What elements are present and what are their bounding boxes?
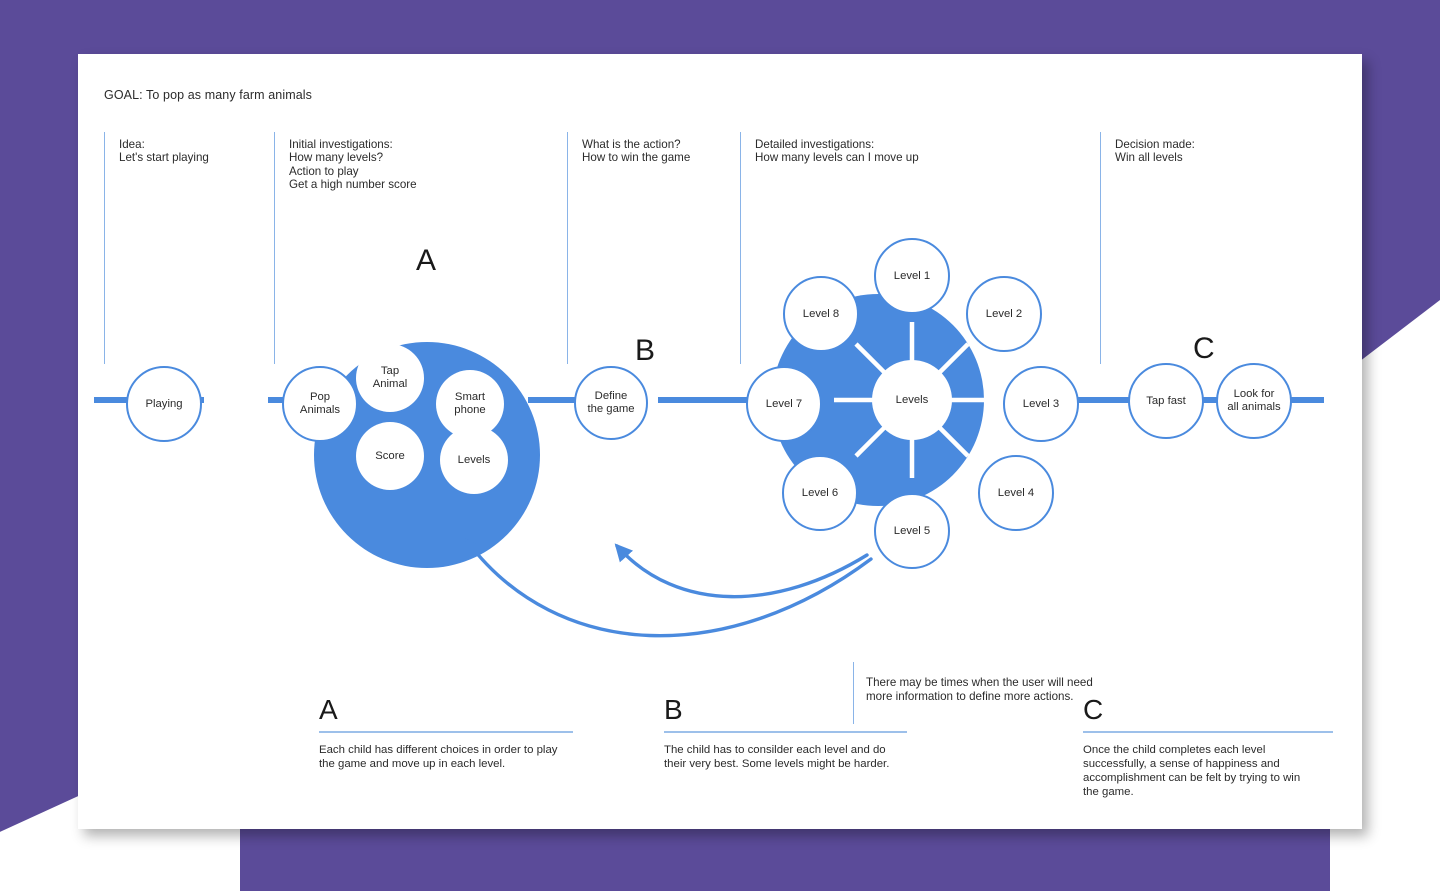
column-line: What is the action?	[582, 138, 681, 151]
node-label: Tap Animal	[372, 365, 408, 390]
node-level-3[interactable]: Level 3	[1003, 366, 1079, 442]
legend-line: the game.	[1083, 786, 1134, 799]
annotation-note: There may be times when the user will ne…	[853, 662, 1093, 724]
legend-rule	[664, 731, 907, 733]
node-label: Level 8	[802, 307, 840, 320]
node-label: Level 6	[801, 486, 839, 499]
note-line: more information to define more actions.	[866, 690, 1074, 703]
node-level-8[interactable]: Level 8	[783, 276, 859, 352]
node-label: Tap fast	[1146, 394, 1186, 407]
node-levels-small[interactable]: Levels	[440, 426, 508, 494]
connector-tap-fast-to-look	[1200, 397, 1220, 403]
legend-line: the game and move up in each level.	[319, 757, 506, 770]
node-tap-fast[interactable]: Tap fast	[1128, 363, 1204, 439]
column-header-idea: Idea: Let's start playing	[104, 132, 254, 364]
column-line: How many levels?	[289, 151, 384, 165]
legend-line: accomplishment can be felt by trying to …	[1083, 772, 1301, 784]
legend-body: Each child has different choices in orde…	[319, 743, 573, 771]
node-level-5[interactable]: Level 5	[874, 493, 950, 569]
node-smart-phone[interactable]: Smart phone	[436, 370, 504, 438]
connector-spine-end	[1276, 397, 1324, 403]
node-pop-animals[interactable]: Pop Animals	[282, 366, 358, 442]
node-label: Level 5	[893, 524, 931, 537]
legend-letter: A	[319, 694, 338, 725]
legend-line: The child has to consilder each level an…	[664, 743, 886, 756]
node-label: Playing	[145, 397, 183, 410]
node-level-2[interactable]: Level 2	[966, 276, 1042, 352]
column-line: Get a high number score	[289, 178, 417, 192]
column-header-decision-made: Decision made: Win all levels	[1100, 132, 1330, 364]
node-label: Score	[375, 449, 405, 462]
node-label: Level 4	[997, 486, 1035, 499]
column-line: Action to play	[289, 164, 359, 178]
node-label: Level 3	[1022, 397, 1060, 410]
column-line: Let's start playing	[119, 151, 209, 165]
legend-line: Once the child completes each level	[1083, 743, 1266, 756]
feedback-arrow-upper	[614, 543, 869, 599]
note-line: There may be times when the user will ne…	[866, 676, 1093, 689]
column-line: Detailed investigations:	[755, 138, 875, 151]
legend-b: B The child has to consilder each level …	[664, 695, 907, 771]
node-label: Pop Animals	[299, 391, 341, 416]
cluster-letter-b: B	[635, 334, 656, 367]
connector-levels-to-tap-fast	[1078, 397, 1132, 403]
legend-line: successfully, a sense of happiness and	[1083, 757, 1280, 770]
node-look-for-all-animals[interactable]: Look for all animals	[1216, 363, 1292, 439]
column-header-what-is-the-action: What is the action? How to win the game	[567, 132, 737, 364]
node-label: Look for all animals	[1227, 388, 1281, 413]
legend-letter: B	[664, 694, 683, 725]
legend-body: Once the child completes each level succ…	[1083, 743, 1333, 800]
node-label: Level 2	[985, 307, 1023, 320]
connector-blob-a-to-define	[528, 397, 618, 403]
node-label: Level 1	[893, 269, 931, 282]
legend-line: Each child has different choices in orde…	[319, 743, 558, 756]
column-line: Initial investigations:	[289, 138, 393, 151]
node-level-6[interactable]: Level 6	[782, 455, 858, 531]
legend-letter: C	[1083, 694, 1104, 725]
diagram-card: GOAL: To pop as many farm animals Idea: …	[78, 54, 1362, 829]
node-level-4[interactable]: Level 4	[978, 455, 1054, 531]
node-label: Levels	[457, 453, 491, 466]
legend-body: The child has to consilder each level an…	[664, 743, 907, 771]
node-level-7[interactable]: Level 7	[746, 366, 822, 442]
node-label: Define the game	[587, 390, 635, 415]
column-line: Decision made:	[1115, 138, 1195, 151]
node-level-1[interactable]: Level 1	[874, 238, 950, 314]
node-levels-hub[interactable]: Levels	[872, 360, 952, 440]
node-score[interactable]: Score	[356, 422, 424, 490]
legend-rule	[319, 731, 573, 733]
node-define-the-game[interactable]: Define the game	[574, 366, 648, 440]
node-label: Level 7	[765, 397, 803, 410]
column-header-detailed-investigations: Detailed investigations: How many levels…	[740, 132, 1080, 364]
column-line: How to win the game	[582, 151, 691, 165]
legend-line: their very best. Some levels might be ha…	[664, 757, 890, 770]
cluster-letter-c: C	[1193, 332, 1215, 365]
cluster-letter-a: A	[416, 244, 437, 277]
legend-c: C Once the child completes each level su…	[1083, 695, 1333, 799]
column-line: Idea:	[119, 138, 145, 151]
column-header-initial-investigations: Initial investigations: How many levels?…	[274, 132, 564, 364]
column-line: How many levels can I move up	[755, 151, 919, 165]
feedback-arrow-lower	[464, 538, 873, 638]
legend-rule	[1083, 731, 1333, 733]
node-tap-animal[interactable]: Tap Animal	[356, 344, 424, 412]
node-label: Levels	[895, 393, 929, 406]
column-line: Win all levels	[1115, 151, 1183, 165]
legend-a: A Each child has different choices in or…	[319, 695, 573, 771]
goal-statement: GOAL: To pop as many farm animals	[104, 88, 313, 102]
node-label: Smart phone	[454, 391, 486, 416]
connector-define-to-levels	[658, 397, 754, 403]
node-playing[interactable]: Playing	[126, 366, 202, 442]
